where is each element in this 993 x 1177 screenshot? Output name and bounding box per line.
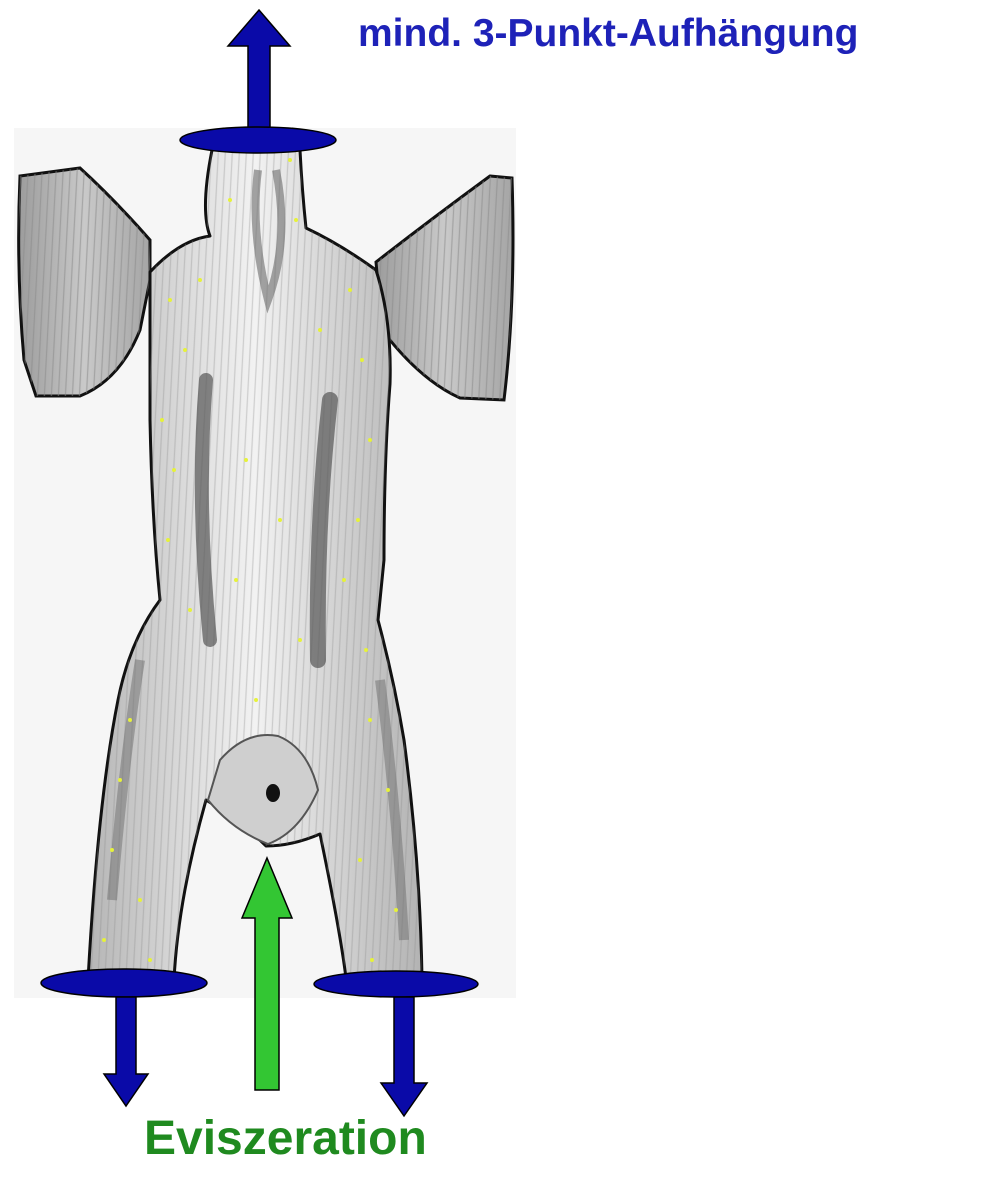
vent-opening — [266, 784, 280, 802]
suspension-point-right-leg — [314, 971, 478, 1116]
down-arrow-icon — [104, 997, 148, 1106]
suspension-point-left-leg — [41, 969, 207, 1106]
down-arrow-icon — [381, 997, 427, 1116]
suspension-title: mind. 3-Punkt-Aufhängung — [358, 14, 858, 53]
evisceration-label: Eviszeration — [144, 1115, 427, 1163]
up-arrow-icon — [228, 10, 290, 133]
suspension-disc-icon — [314, 971, 478, 997]
breast-shading-left — [202, 380, 210, 640]
suspension-disc-icon — [41, 969, 207, 997]
suspension-disc-icon — [180, 127, 336, 153]
suspension-point-neck — [180, 10, 336, 153]
